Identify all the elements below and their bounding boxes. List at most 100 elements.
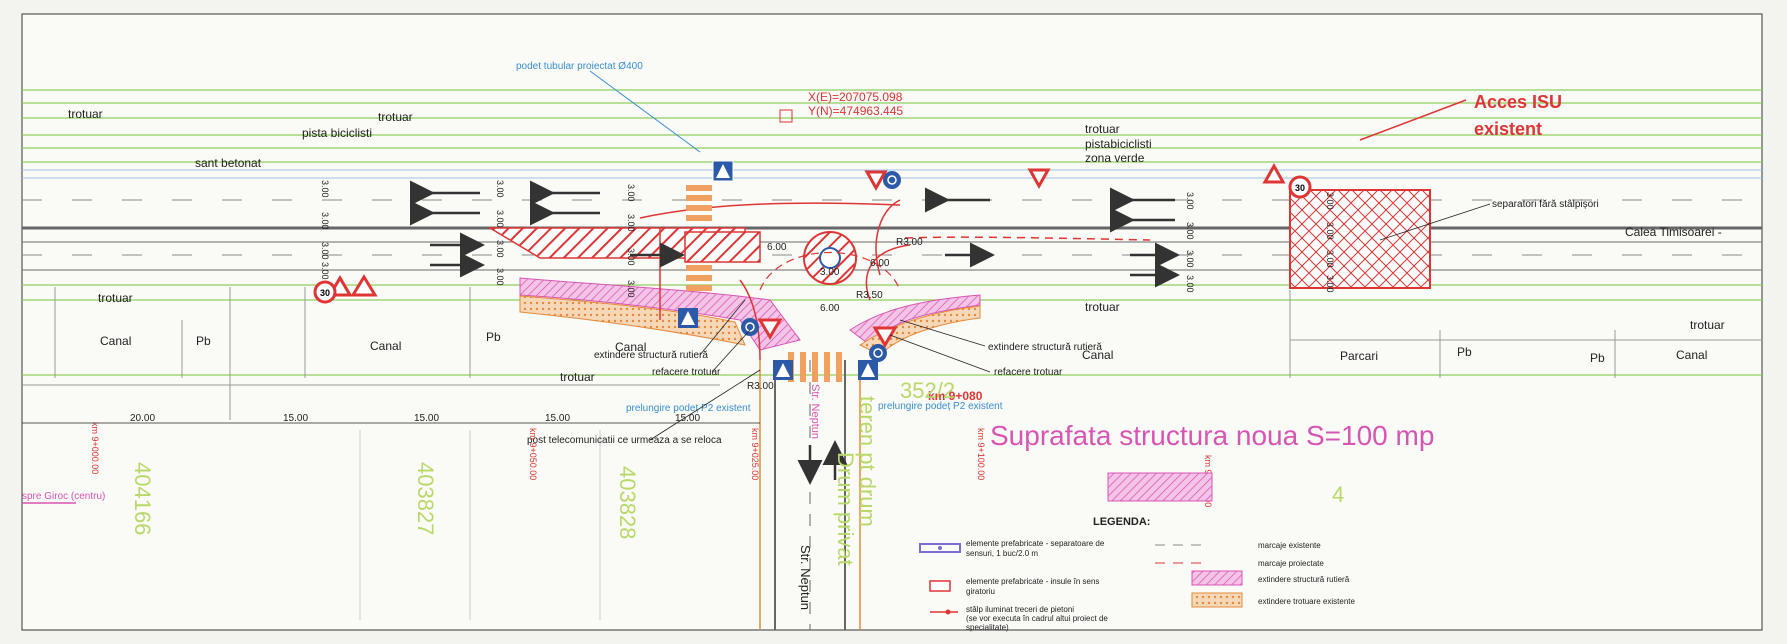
label-km-9080: km 9+080 (928, 389, 983, 403)
roundabout-sign-icon (869, 344, 887, 362)
label-extindere-right: extindere structură rutieră (988, 342, 1102, 353)
speed-limit-sign-icon: 30 (313, 280, 337, 304)
label-spre-giroc: spre Giroc (centru) (22, 491, 105, 502)
label-pb: Pb (1590, 351, 1605, 365)
legend-item-separatoare-2: sensuri, 1 buc/2.0 m (966, 549, 1038, 558)
km-9025: km 9+025.00 (750, 428, 760, 480)
priority-sign-icon (858, 360, 878, 380)
legend-item-extindere-trotuare: extindere trotuare existente (1258, 597, 1355, 606)
lane-arrows (410, 180, 1180, 485)
coord-x: X(E)=207075.098 (808, 90, 903, 104)
label-str-neptun: Str. Neptun (798, 545, 813, 610)
priority-sign-icon (712, 160, 734, 182)
parcel-352-2: 352/2 (900, 378, 955, 403)
yield-sign-icon (864, 170, 888, 192)
roundabout (759, 231, 901, 291)
parcel-404166: 404166 (130, 462, 155, 535)
legend-item-stalp-2: (se vor executa în cadrul altui proiect … (966, 614, 1108, 623)
label-trotuar: trotuar (1085, 122, 1120, 136)
speed-limit-value: 30 (320, 288, 330, 298)
label-pista-biciclisti: pista biciclisti (302, 126, 372, 140)
label-str-neptun-pink: Str. Neptun (809, 384, 821, 439)
parcel-drum-privat: Drum privat (833, 452, 858, 566)
label-post-telecom: post telecomunicatii ce urmeaza a se rel… (527, 435, 722, 446)
legend-item-stalp-3: specialitate) (966, 623, 1009, 632)
parcel-4: 4 (1332, 482, 1344, 507)
label-canal: Canal (1082, 348, 1113, 362)
dim-1500: 15.00 (675, 413, 700, 424)
sidewalk-extension-orange (519, 295, 746, 346)
dim-300: 3.00 (1185, 192, 1195, 210)
parcel-grid-lines (22, 287, 1762, 620)
dim-300: 3.00 (1325, 250, 1335, 268)
parcel-403827: 403827 (413, 462, 438, 535)
dim-300: 3.00 (1325, 275, 1335, 293)
dim-2000: 20.00 (130, 413, 155, 424)
dim-r300: R3.00 (747, 381, 774, 392)
yield-sign-icon (872, 326, 898, 348)
yield-sign-icon (1262, 162, 1286, 184)
dim-300: 3.00 (820, 267, 840, 278)
dim-1500: 15.00 (283, 413, 308, 424)
label-separatori: separatori fără stâlpișori (1492, 199, 1599, 210)
legend-item-marcaje-existente: marcaje existente (1258, 541, 1321, 550)
label-sant-betonat: sant betonat (195, 156, 262, 170)
dim-300: 3.00 (320, 242, 330, 260)
legend-item-marcaje-proiectate: marcaje proiectate (1258, 559, 1324, 568)
label-prelungire-podet-left: prelungire podeț P2 existent (626, 403, 751, 414)
label-trotuar: trotuar (68, 107, 103, 121)
dim-300: 3.00 (626, 280, 636, 298)
dim-300: 3.00 (626, 214, 636, 232)
dim-r350: R3.50 (856, 290, 883, 301)
coord-y: Y(N)=474963.445 (808, 104, 903, 118)
dim-300: 3.00 (495, 180, 505, 198)
label-trotuar: trotuar (560, 370, 595, 384)
dim-600: 6.00 (767, 242, 787, 253)
widening-hatch-top (684, 231, 761, 263)
carriageway (22, 199, 1762, 271)
label-suprafata: Suprafata structura noua S=100 mp (990, 420, 1434, 451)
parcel-teren-drum: teren pt drum (855, 396, 880, 527)
dim-300: 3.00 (320, 180, 330, 198)
yield-sign-icon (1027, 168, 1051, 190)
dim-r300: R3.00 (896, 237, 923, 248)
dim-300: 3.00 (320, 262, 330, 280)
zebra-crossing-left (686, 185, 712, 291)
roundabout-sign-icon (741, 318, 759, 336)
yield-sign-icon (350, 274, 378, 297)
label-calea-timisoarei: Calea Timisoarei - (1625, 225, 1722, 239)
dim-300: 3.00 (320, 212, 330, 230)
label-prelungire-podet-right: prelungire podeț P2 existent (878, 401, 1003, 412)
label-acces-isu: Acces ISU (1474, 92, 1562, 112)
label-acces-isu-existent: existent (1474, 119, 1542, 139)
dim-300: 3.00 (495, 268, 505, 286)
dim-600: 6.00 (870, 258, 890, 269)
label-pb: Pb (486, 330, 501, 344)
dim-300: 3.00 (495, 240, 505, 258)
priority-sign-icon (773, 360, 793, 380)
label-canal: Canal (100, 334, 131, 348)
legend-item-stalp: stâlp iluminat treceri de pietoni (966, 605, 1074, 614)
parcel-403828: 403828 (615, 466, 640, 539)
isu-access-area (1289, 189, 1431, 289)
label-podet-tubular: podet tubular proiectat Ø400 (516, 61, 643, 72)
dim-300: 3.00 (1185, 222, 1195, 240)
dim-300: 3.00 (1325, 222, 1335, 240)
dim-600: 6.00 (820, 303, 840, 314)
label-trotuar: trotuar (1085, 300, 1120, 314)
dim-1500: 15.00 (545, 413, 570, 424)
legend: LEGENDA: elemente prefabricate - separat… (919, 516, 1355, 632)
dim-300: 3.00 (1185, 250, 1195, 268)
green-boundary-lines (22, 89, 1762, 376)
label-canal: Canal (370, 339, 401, 353)
label-trotuar: trotuar (378, 110, 413, 124)
dim-300: 3.00 (1185, 275, 1195, 293)
str-neptun-road (759, 360, 861, 630)
label-refacere-right: refacere trotuar (994, 367, 1063, 378)
dim-300: 3.00 (495, 210, 505, 228)
speed-limit-sign-icon: 30 (1288, 175, 1312, 199)
label-canal: Canal (1676, 348, 1707, 362)
structure-extension-pink (519, 277, 801, 351)
traffic-signs: 30 30 (313, 160, 1312, 380)
label-trotuar: trotuar (1690, 318, 1725, 332)
